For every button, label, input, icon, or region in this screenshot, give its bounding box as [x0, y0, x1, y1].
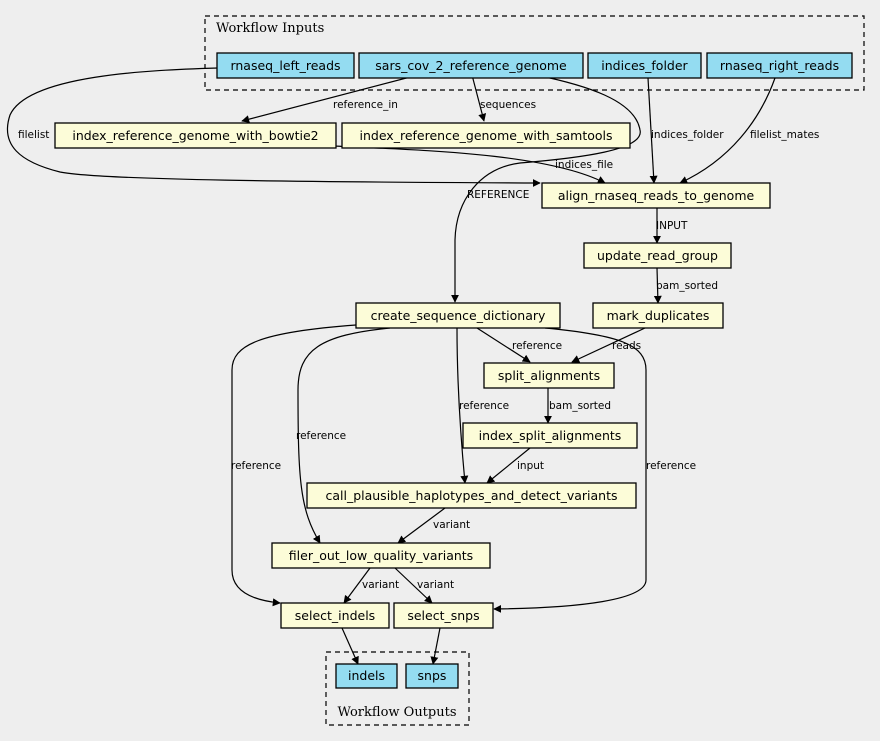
edge-label-reference-3: reference — [296, 430, 346, 442]
edge-label-bam-sorted-2: bam_sorted — [549, 400, 611, 412]
edge-create-dictionary-to-select-indels — [231, 324, 357, 607]
node-update-read-group[interactable]: update_read_group — [583, 242, 732, 269]
node-index-samtools[interactable]: index_reference_genome_with_samtools — [341, 122, 631, 149]
edge-right-reads-to-align — [679, 77, 776, 184]
node-select-indels[interactable]: select_indels — [280, 602, 390, 629]
svg-text:index_reference_genome_with_bo: index_reference_genome_with_bowtie2 — [72, 128, 318, 143]
node-indices-folder[interactable]: indices_folder — [587, 52, 702, 79]
edge-create-dictionary-to-select-snps — [493, 327, 647, 613]
node-call-variants[interactable]: call_plausible_haplotypes_and_detect_var… — [306, 482, 637, 509]
svg-text:index_reference_genome_with_sa: index_reference_genome_with_samtools — [360, 128, 613, 143]
workflow-outputs-title: Workflow Outputs — [338, 705, 457, 720]
node-output-indels[interactable]: indels — [335, 663, 398, 689]
node-rnaseq-left-reads[interactable]: rnaseq_left_reads — [216, 52, 355, 79]
edge-label-filelist-mates: filelist_mates — [750, 129, 819, 141]
edges — [6, 67, 776, 665]
edge-call-variants-to-filter — [397, 507, 446, 544]
node-create-sequence-dictionary[interactable]: create_sequence_dictionary — [355, 302, 561, 329]
svg-text:update_read_group: update_read_group — [597, 248, 718, 263]
svg-text:filer_out_low_quality_variants: filer_out_low_quality_variants — [289, 548, 473, 563]
edge-label-reference-upper: REFERENCE — [467, 189, 529, 201]
edge-create-dictionary-to-filter — [297, 327, 391, 544]
edge-label-indices-folder: indices_folder — [651, 129, 724, 141]
edge-label-bam-sorted-1: bam_sorted — [656, 280, 718, 292]
edge-index-split-to-call-variants — [486, 447, 531, 484]
edge-label-variant-1: variant — [433, 519, 470, 531]
svg-text:create_sequence_dictionary: create_sequence_dictionary — [371, 308, 546, 323]
edge-mark-duplicates-to-split — [571, 327, 646, 363]
svg-text:call_plausible_haplotypes_and_: call_plausible_haplotypes_and_detect_var… — [325, 488, 617, 503]
node-mark-duplicates[interactable]: mark_duplicates — [592, 302, 724, 329]
svg-text:rnaseq_left_reads: rnaseq_left_reads — [230, 58, 340, 73]
edge-select-indels-to-indels — [341, 627, 359, 665]
svg-text:sars_cov_2_reference_genome: sars_cov_2_reference_genome — [375, 58, 567, 73]
node-split-alignments[interactable]: split_alignments — [483, 362, 615, 389]
svg-text:index_split_alignments: index_split_alignments — [479, 428, 622, 443]
edge-label-reads: reads — [612, 340, 641, 352]
svg-text:indices_folder: indices_folder — [601, 58, 688, 73]
node-index-split-alignments[interactable]: index_split_alignments — [462, 422, 638, 449]
svg-text:rnaseq_right_reads: rnaseq_right_reads — [720, 58, 839, 73]
workflow-inputs-title: Workflow Inputs — [216, 21, 324, 36]
edge-label-input: input — [517, 460, 544, 472]
edge-left-reads-to-align — [6, 67, 541, 187]
node-filter-variants[interactable]: filer_out_low_quality_variants — [271, 542, 491, 569]
node-select-snps[interactable]: select_snps — [393, 602, 494, 629]
node-sars-cov-2-reference-genome[interactable]: sars_cov_2_reference_genome — [358, 52, 584, 79]
svg-text:mark_duplicates: mark_duplicates — [607, 308, 710, 323]
node-rnaseq-right-reads[interactable]: rnaseq_right_reads — [706, 52, 853, 79]
edge-create-dictionary-to-split — [476, 327, 531, 363]
edge-label-sequences: sequences — [480, 99, 536, 111]
edge-labels: reference_in sequences filelist indices_… — [18, 99, 819, 591]
node-output-snps[interactable]: snps — [405, 663, 459, 689]
edge-genome-to-bowtie2 — [241, 74, 419, 124]
edge-filter-to-select-snps — [394, 567, 433, 604]
svg-text:align_rnaseq_reads_to_genome: align_rnaseq_reads_to_genome — [558, 188, 755, 203]
edge-label-reference-4: reference — [231, 460, 281, 472]
edge-label-variant-2: variant — [362, 579, 399, 591]
svg-text:indels: indels — [348, 668, 385, 683]
edge-label-indices-file: indices_file — [555, 159, 613, 171]
node-index-bowtie2[interactable]: index_reference_genome_with_bowtie2 — [54, 122, 337, 149]
edge-label-reference-1: reference — [512, 340, 562, 352]
edge-label-filelist: filelist — [18, 129, 49, 141]
svg-text:select_indels: select_indels — [295, 608, 375, 623]
svg-text:select_snps: select_snps — [407, 608, 479, 623]
workflow-inputs-cluster: Workflow Inputs — [204, 15, 865, 91]
edge-label-reference-in: reference_in — [333, 99, 398, 111]
workflow-outputs-cluster: Workflow Outputs — [325, 651, 470, 726]
edge-label-reference-2: reference — [459, 400, 509, 412]
edge-genome-to-samtools — [471, 74, 487, 122]
edge-filter-to-select-indels — [343, 567, 371, 604]
edge-label-variant-3: variant — [417, 579, 454, 591]
edge-label-input-upper: INPUT — [656, 220, 688, 232]
svg-text:snps: snps — [418, 668, 447, 683]
edge-label-reference-5: reference — [646, 460, 696, 472]
edge-update-read-group-to-mark-duplicates — [653, 267, 662, 304]
svg-text:split_alignments: split_alignments — [498, 368, 600, 383]
edge-genome-to-create-dictionary — [451, 74, 641, 303]
edge-indices-folder-to-align — [647, 77, 658, 184]
edge-select-snps-to-snps — [430, 627, 441, 665]
edge-create-dictionary-to-call-variants — [456, 327, 469, 484]
node-align-rnaseq-reads[interactable]: align_rnaseq_reads_to_genome — [541, 182, 771, 209]
